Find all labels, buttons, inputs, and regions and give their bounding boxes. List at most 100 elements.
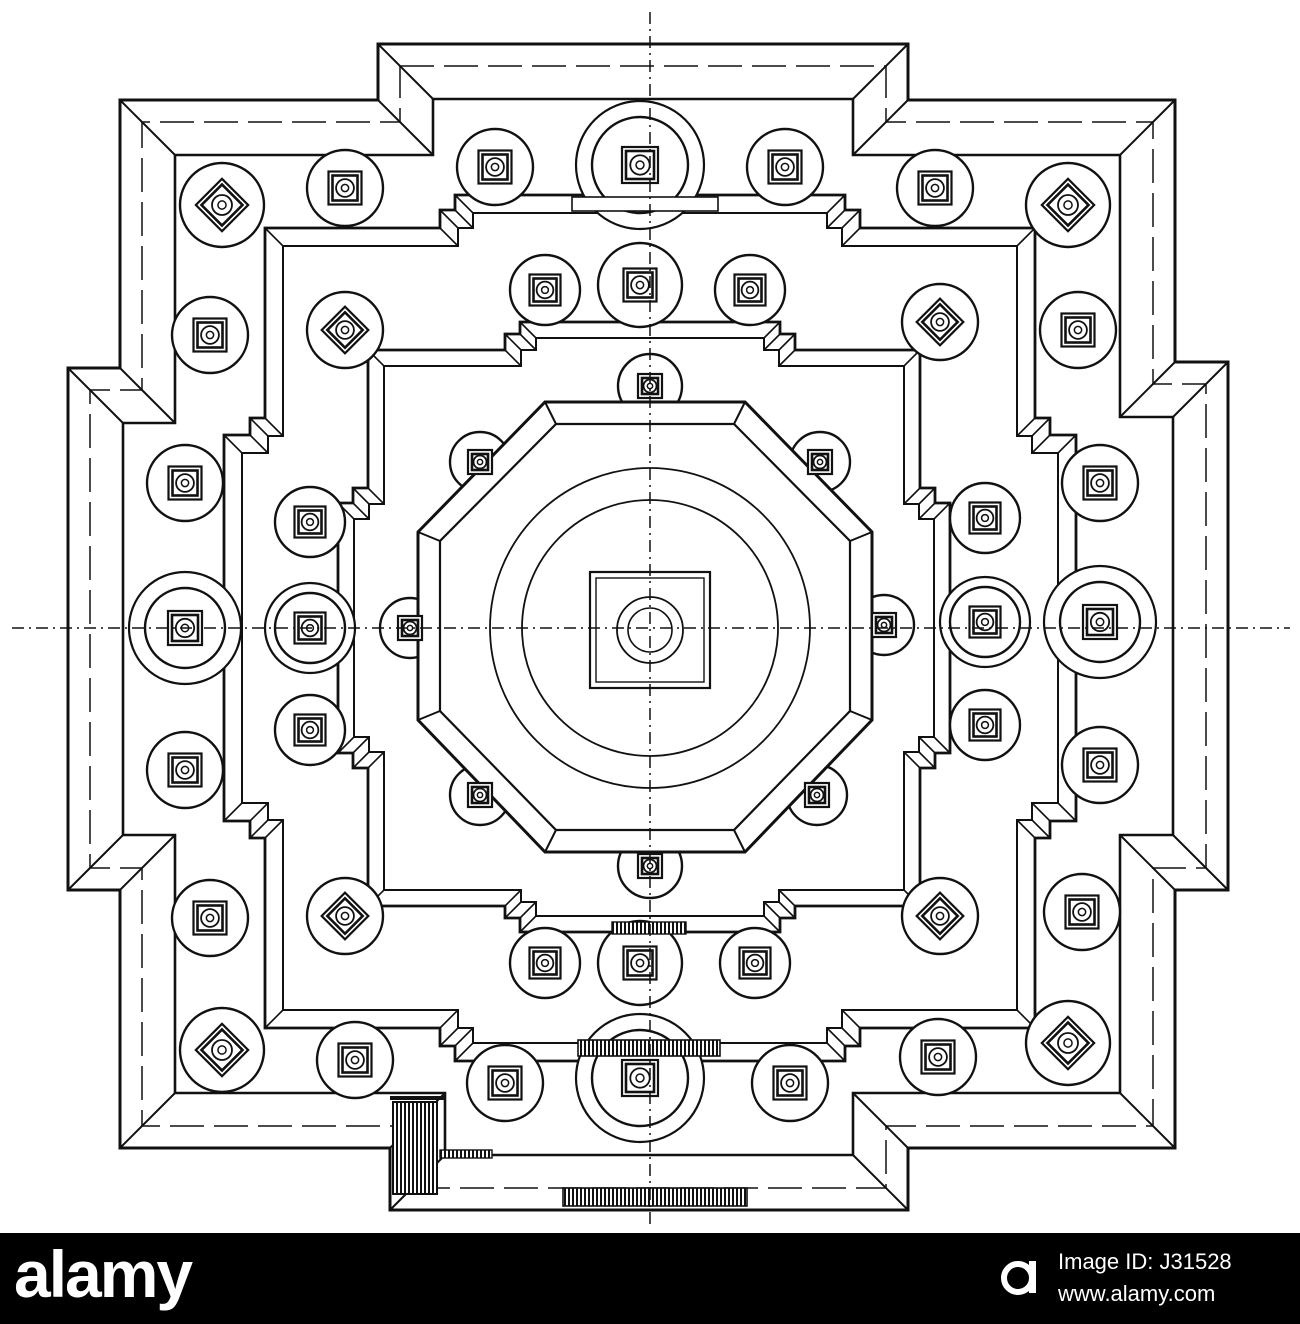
stupa-base-outer-square: [622, 267, 658, 303]
stupa-base-inner-square: [297, 615, 323, 641]
stupa-base-inner-square: [626, 271, 654, 299]
stupa-outer-ring: [1060, 443, 1140, 523]
stupa-bell-circle: [975, 508, 995, 528]
stupa-finial-circle: [1095, 760, 1105, 770]
stupa-base-inner-square: [325, 310, 365, 350]
octagon-corner-bevel: [544, 829, 557, 853]
stupa-base-outer-square: [1064, 894, 1100, 930]
stupa-base-inner-square: [171, 756, 199, 784]
octagon-corner-bevel: [733, 829, 746, 853]
stupa-second-ring: [305, 290, 385, 370]
stupa-second-ring: [305, 876, 385, 956]
stupa-third-ring-base: [806, 448, 834, 476]
stupa-second-ring: [596, 241, 684, 329]
stupa-base-square: [917, 170, 953, 206]
stupa-finial-circle: [205, 913, 215, 923]
stupa-bell-circle: [335, 178, 355, 198]
stupa-base-square: [466, 448, 494, 476]
stupa-base-inner-square: [1045, 182, 1091, 228]
stupa-base-square: [1082, 747, 1118, 783]
stupa-finial-circle: [1063, 200, 1073, 210]
stupa-base-square: [733, 273, 767, 307]
stupa-base-square: [167, 465, 203, 501]
north-gateway: [571, 196, 719, 212]
stupa-base-outer-square: [1040, 177, 1096, 233]
stupa-base-square: [620, 1058, 660, 1098]
second-terrace-corner-bevel: [1016, 819, 1036, 839]
stupa-base-inner-square: [624, 149, 656, 181]
stupa-base-outer-square: [167, 465, 203, 501]
stupa-base-square: [622, 945, 658, 981]
outer-terrace-corner-bevel: [119, 99, 176, 156]
stupa-base-outer-square: [917, 170, 953, 206]
stupa-base-outer-square: [194, 177, 250, 233]
third-terrace-corner-bevel: [519, 333, 537, 351]
second-terrace-corner-bevel: [454, 209, 474, 229]
third-terrace-corner-bevel: [367, 751, 385, 769]
stupa-bell-circle: [975, 715, 995, 735]
third-terrace-corner-bevel: [763, 321, 781, 339]
third-terrace-corner-bevel: [933, 736, 951, 754]
third-terrace-corner-bevel: [763, 333, 781, 351]
stupa-base-outer-square: [915, 297, 965, 347]
stupa-base-square: [528, 273, 562, 307]
stupa-finial-circle: [205, 330, 215, 340]
stupa-base-diamond: [915, 891, 965, 941]
stupa-base-outer-square: [167, 752, 203, 788]
third-terrace-corner-bevel: [504, 889, 522, 907]
stupa-base-square: [968, 501, 1002, 535]
second-terrace-corner-bevel: [249, 819, 269, 839]
stupa-finial-circle: [980, 720, 990, 730]
stupa-base-inner-square: [491, 1069, 519, 1097]
stupa-base-outer-square: [194, 1022, 250, 1078]
stupa-base-inner-square: [742, 950, 768, 976]
stupa-base-square: [1082, 465, 1118, 501]
second-terrace-corner-bevel: [1031, 802, 1051, 822]
third-terrace-corner-bevel: [933, 502, 951, 520]
stupa-base-square: [772, 1065, 808, 1101]
stupa-base-inner-square: [341, 1046, 369, 1074]
stupa-base-inner-square: [325, 896, 365, 936]
stupa-third-ring-base: [466, 781, 494, 809]
stupa-base-inner-square: [196, 904, 224, 932]
outer-terrace-corner-bevel: [1172, 361, 1229, 418]
stupa-second-ring: [273, 485, 347, 559]
stupa-base-square: [622, 267, 658, 303]
stupa-outer-ring: [750, 1043, 830, 1123]
stupa-finial-circle: [1063, 1038, 1073, 1048]
outer-terrace-corner-bevel: [852, 1092, 909, 1149]
stupa-base-inner-square: [810, 452, 830, 472]
second-terrace-corner-bevel: [1016, 417, 1036, 437]
third-terrace-corner-bevel: [337, 736, 355, 754]
south-west-staircase: [392, 1101, 438, 1195]
stupa-base-square: [620, 145, 660, 185]
stupa-bell-circle: [535, 953, 555, 973]
third-terrace-corner-bevel: [778, 333, 796, 351]
stupa-base-inner-square: [874, 615, 894, 635]
stupa-second-ring: [948, 481, 1022, 555]
third-terrace-corner-bevel: [778, 889, 796, 907]
stupa-third-ring-base: [870, 611, 898, 639]
stupa-outer-ring: [170, 295, 250, 375]
stupa-bell-circle: [200, 908, 220, 928]
stupa-base-outer-square: [920, 1039, 956, 1075]
stupa-base-inner-square: [771, 153, 799, 181]
third-terrace-corner-bevel: [763, 901, 781, 919]
stupa-base-outer-square: [320, 305, 370, 355]
stupa-bell-circle: [930, 906, 950, 926]
stupa-bell-circle: [211, 1039, 233, 1061]
outer-terrace-corner-bevel: [377, 43, 434, 100]
stupa-base-square: [806, 448, 834, 476]
stupa-base-diamond: [915, 297, 965, 347]
stupa-bell-circle: [1057, 1032, 1079, 1054]
outer-terrace-corner-bevel: [1119, 361, 1176, 418]
stupa-base-inner-square: [920, 896, 960, 936]
outer-terrace-corner-bevel: [852, 43, 909, 100]
stupa-base-square: [327, 170, 363, 206]
central-shrine-inner-square: [595, 577, 705, 683]
stupa-finial-circle: [813, 791, 821, 799]
stupa-base-inner-square: [532, 277, 558, 303]
stupa-base-outer-square: [320, 891, 370, 941]
second-terrace-corner-bevel: [826, 209, 846, 229]
stupa-base-square: [1060, 312, 1096, 348]
